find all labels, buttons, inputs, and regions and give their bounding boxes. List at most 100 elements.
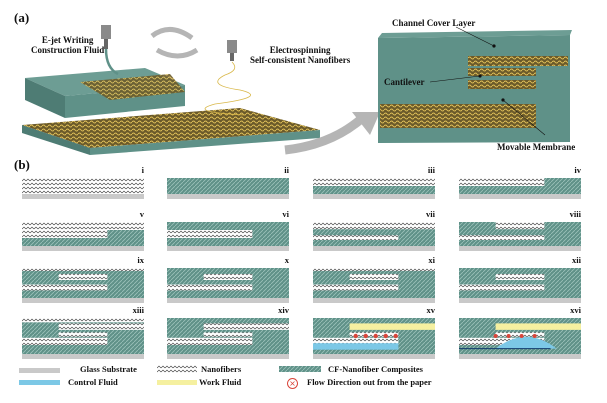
flow-marker [393,333,398,339]
layer-stack [313,268,435,298]
lower-channel [167,284,253,291]
step-label-xi: xi [428,255,435,265]
ejet-label: E-jet Writing Construction Fluid [31,35,104,55]
upper-channel [58,323,144,330]
glass-substrate [22,194,144,199]
electrospin-cone [204,61,251,116]
ejet-fluid-jet [104,48,119,76]
step-label-xv: xv [426,305,436,315]
legend-swatch-nanofibers [157,365,197,373]
step-panel-xv [313,318,435,359]
layer-stack [22,178,144,194]
step-label-ii: ii [284,165,289,175]
flow-out-of-paper-icon: × [287,378,298,389]
flow-marker [493,334,498,338]
step-panel-xiii [22,318,144,359]
step-panel-xi [313,268,435,303]
glass-substrate [22,354,144,359]
cantilever-channel [58,274,108,280]
panel-a-label: (a) [14,10,30,25]
cycle-arrow-icon [150,27,194,41]
legend-swatch-glass [19,368,60,373]
step-panel-ix [22,268,144,303]
movable-membrane-callout: Movable Membrane [497,142,576,152]
valve-device-3d [378,26,572,143]
layer-stack [167,178,289,194]
step-panel-ii [167,178,289,199]
step-label-iii: iii [427,165,435,175]
step-label-xiv: xiv [278,305,289,315]
lower-channel [313,284,399,291]
channel-cover-callout: Channel Cover Layer [392,18,476,28]
glass-substrate [167,194,289,199]
cantilever-gap [349,332,399,337]
cantilever-layer [468,68,536,76]
process-arrow-icon [284,116,363,155]
step-panel-x [167,268,289,303]
top-fiber-layer [22,318,144,323]
cantilever-gap [58,332,108,337]
layer-stack [459,268,581,298]
flow-marker [363,333,368,339]
step-panel-iii [313,178,435,199]
glass-substrate [459,354,581,359]
nanofiber-layer [495,222,545,230]
step-label-x: x [284,255,289,265]
lower-channel [167,337,253,345]
electro-label-line1: Electrospinning [269,45,331,55]
lower-channel [459,284,545,291]
step-label-vi: vi [282,209,289,219]
cantilever-channel [203,274,253,280]
cantilever-channel [495,274,545,280]
legend-cf-label: CF-Nanofiber Composites [328,364,423,374]
glass-substrate [22,298,144,303]
layer-stack [167,268,289,298]
legend-control-label: Control Fluid [68,377,118,387]
legend-swatch-control-fluid [19,380,60,385]
lower-channel [22,284,108,291]
lower-channel [380,104,536,128]
upper-channel [495,323,581,330]
layer-stack [22,268,144,298]
step-label-viii: viii [569,209,581,219]
flow-marker [383,333,388,339]
glass-substrate [167,246,289,251]
lower-channel [313,337,399,345]
glass-substrate [459,246,581,251]
step-label-i: i [141,165,144,175]
nanofiber-layer [313,178,435,186]
nanofiber-layer [459,178,545,186]
glass-substrate [167,354,289,359]
upper-channel [468,56,568,66]
nanofiber-channel [167,230,253,238]
deflected-membrane [495,336,557,349]
cantilever-gap [495,332,545,337]
electrospinning-label: Electrospinning Self-consistent Nanofibe… [250,45,350,65]
legend-swatch-cf [279,366,321,372]
lower-channel [459,337,545,345]
step-panel-viii [459,222,581,251]
lower-channel [22,337,108,345]
legend-swatch-work-fluid [157,380,197,385]
legend-flow-label: Flow Direction out from the paper [307,377,432,387]
lower-channel [313,235,399,240]
glass-substrate [459,194,581,199]
step-panel-vii [313,222,435,251]
upper-channel [349,323,435,330]
glass-substrate [313,246,435,251]
glass-substrate [313,298,435,303]
step-label-vii: vii [426,209,435,219]
glass-substrate [313,354,435,359]
electrospin-nozzle [227,40,237,53]
cantilever-channel [349,274,399,280]
ejet-nozzle [101,25,111,39]
bottom-substrate-top [22,108,320,148]
step-panel-iv [459,178,581,199]
step-label-ix: ix [137,255,144,265]
step-label-xvi: xvi [570,305,581,315]
top-fiber-layer [313,268,435,271]
flow-marker [353,333,358,339]
nanofiber-layer [313,222,435,230]
flow-marker [532,334,537,338]
